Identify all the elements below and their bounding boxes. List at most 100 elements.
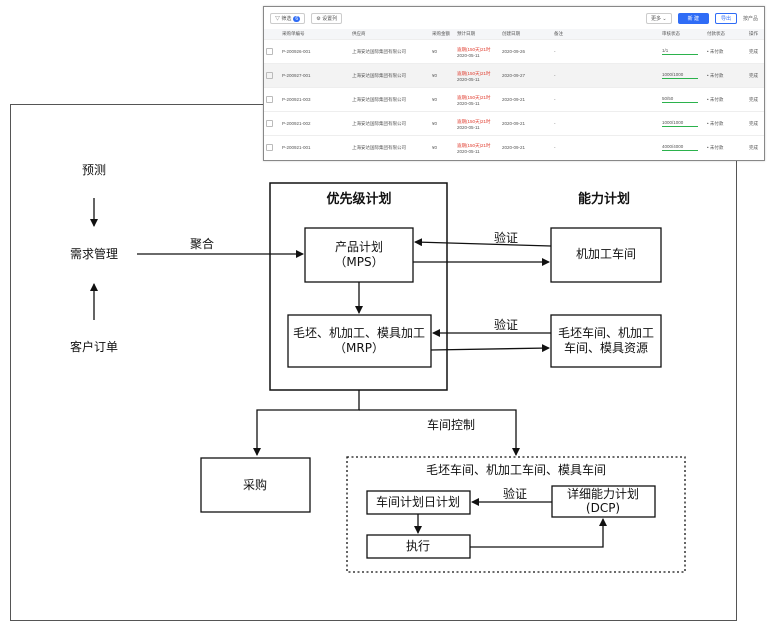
pay-status-dot: • (707, 120, 709, 126)
resources-box (550, 314, 662, 368)
complete-link[interactable]: 完成 (747, 39, 764, 64)
pay-status: 未付款 (709, 48, 724, 54)
resources-label-2: 车间、模具资源 (563, 341, 649, 355)
note-cell: - (552, 39, 660, 64)
aggregate-label: 聚合 (189, 237, 215, 251)
pay-status-dot: • (707, 72, 709, 78)
customer-order-label: 客户订单 (69, 340, 119, 354)
table-row[interactable]: P-200926-001 上海安达国际集团有限公司 ¥0 逾期(150天)21时… (264, 39, 764, 64)
export-button[interactable]: 导出 (714, 12, 737, 24)
order-id-link[interactable]: P-200926-001 (280, 39, 350, 64)
due-status: 逾期(150天)21时 (457, 142, 491, 148)
priority-plan-title: 优先级计划 (326, 192, 392, 207)
due-status: 逾期(150天)21时 (457, 118, 491, 124)
complete-link[interactable]: 完成 (747, 111, 764, 136)
due-status: 逾期(150天)21时 (457, 70, 491, 76)
audit-progress-bar (662, 54, 698, 55)
audit-progress-text: 50/50 (662, 96, 674, 101)
shop-control-label: 车间控制 (426, 418, 476, 432)
col-header-supplier[interactable]: 供应商 (350, 29, 430, 40)
due-date: 2020-05-11 (457, 148, 480, 154)
col-header-audit[interactable]: 审核状态 (660, 29, 705, 40)
created-cell: 2020-09-21 (500, 135, 552, 159)
table-row[interactable]: P-200921-001 上海安达国际集团有限公司 ¥0 逾期(150天)21时… (264, 135, 764, 159)
audit-progress-text: 1000/1000 (662, 120, 684, 125)
mrp-label-1: 毛坯、机加工、模具加工 (292, 326, 426, 340)
mps-label-2: （MPS） (334, 255, 384, 269)
row-checkbox[interactable] (266, 95, 273, 103)
supplier-cell: 上海安达国际集团有限公司 (350, 39, 430, 64)
note-cell: - (552, 135, 660, 159)
order-id-link[interactable]: P-200927-001 (280, 63, 350, 88)
table-row[interactable]: P-200927-001 上海安达国际集团有限公司 ¥0 逾期(150天)21时… (264, 63, 764, 88)
table-header-row: 采购单编号 供应商 采购金额 预计日期 创建日期 备注 审核状态 付款状态 操作 (264, 29, 764, 40)
audit-progress-bar (662, 126, 698, 127)
row-checkbox[interactable] (266, 71, 273, 79)
amount-cell: ¥0 (430, 135, 455, 159)
column-setting-button[interactable]: ⚙ 设置列 (311, 12, 343, 24)
note-cell: - (552, 111, 660, 136)
note-cell: - (552, 63, 660, 88)
col-header-amount[interactable]: 采购金额 (430, 29, 455, 40)
verify-label-2: 验证 (493, 318, 519, 332)
create-button[interactable]: 新 建 (677, 12, 709, 24)
col-header-due[interactable]: 预计日期 (455, 29, 500, 40)
complete-link[interactable]: 完成 (747, 87, 764, 112)
amount-cell: ¥0 (430, 63, 455, 88)
arrow-shop-control-right (359, 409, 520, 456)
order-id-link[interactable]: P-200921-002 (280, 111, 350, 136)
table-row[interactable]: P-200921-002 上海安达国际集团有限公司 ¥0 逾期(150天)21时… (264, 111, 764, 136)
supplier-cell: 上海安达国际集团有限公司 (350, 63, 430, 88)
audit-progress-text: 1/1 (662, 48, 669, 53)
col-header-id[interactable]: 采购单编号 (280, 29, 350, 40)
supplier-cell: 上海安达国际集团有限公司 (350, 135, 430, 159)
due-date: 2020-05-11 (457, 100, 480, 106)
complete-link[interactable]: 完成 (747, 135, 764, 159)
arrow-verify-fwd-2 (430, 344, 550, 353)
filter-count-badge: 6 (293, 15, 301, 22)
daily-plan-label: 车间计划日计划 (375, 495, 461, 509)
note-cell: - (552, 87, 660, 112)
col-header-note[interactable]: 备注 (552, 29, 660, 40)
demand-management-label: 需求管理 (69, 247, 119, 261)
pay-status-dot: • (707, 96, 709, 102)
workshops-label: 毛坯车间、机加工车间、模具车间 (425, 463, 607, 477)
arrow-verify-back-1 (414, 238, 552, 247)
due-date: 2020-05-11 (457, 52, 480, 58)
pay-status-dot: • (707, 48, 709, 54)
created-cell: 2020-09-21 (500, 111, 552, 136)
row-checkbox[interactable] (266, 47, 273, 55)
row-checkbox[interactable] (266, 143, 273, 151)
dcp-label-1: 详细能力计划 (566, 487, 640, 501)
order-id-link[interactable]: P-200921-001 (280, 135, 350, 159)
mrp-label-2: （MRP） (334, 341, 384, 355)
supplier-cell: 上海安达国际集团有限公司 (350, 87, 430, 112)
due-date: 2020-05-11 (457, 76, 480, 82)
pay-status: 未付款 (709, 72, 724, 78)
pay-status: 未付款 (709, 120, 724, 126)
dcp-label-2: (DCP) (585, 501, 621, 515)
by-product-link[interactable]: 按产品 (742, 15, 758, 22)
complete-link[interactable]: 完成 (747, 63, 764, 88)
arrow-shop-control-split (253, 390, 360, 456)
table-row[interactable]: P-200921-003 上海安达国际集团有限公司 ¥0 逾期(150天)21时… (264, 87, 764, 112)
col-header-created[interactable]: 创建日期 (500, 29, 552, 40)
mps-label-1: 产品计划 (334, 240, 384, 254)
resources-label-1: 毛坯车间、机加工 (557, 326, 655, 340)
machining-shop-box (550, 227, 662, 283)
pay-status: 未付款 (709, 144, 724, 150)
order-id-link[interactable]: P-200921-003 (280, 87, 350, 112)
more-dropdown[interactable]: 更多 ⌄ (645, 12, 672, 24)
purchase-order-table: 采购单编号 供应商 采购金额 预计日期 创建日期 备注 审核状态 付款状态 操作… (264, 29, 764, 159)
amount-cell: ¥0 (430, 87, 455, 112)
supplier-cell: 上海安达国际集团有限公司 (350, 111, 430, 136)
verify-label-3: 验证 (502, 487, 528, 501)
due-status: 逾期(150天)21时 (457, 94, 491, 100)
row-checkbox[interactable] (266, 119, 273, 127)
amount-cell: ¥0 (430, 39, 455, 64)
col-header-pay[interactable]: 付款状态 (705, 29, 747, 40)
